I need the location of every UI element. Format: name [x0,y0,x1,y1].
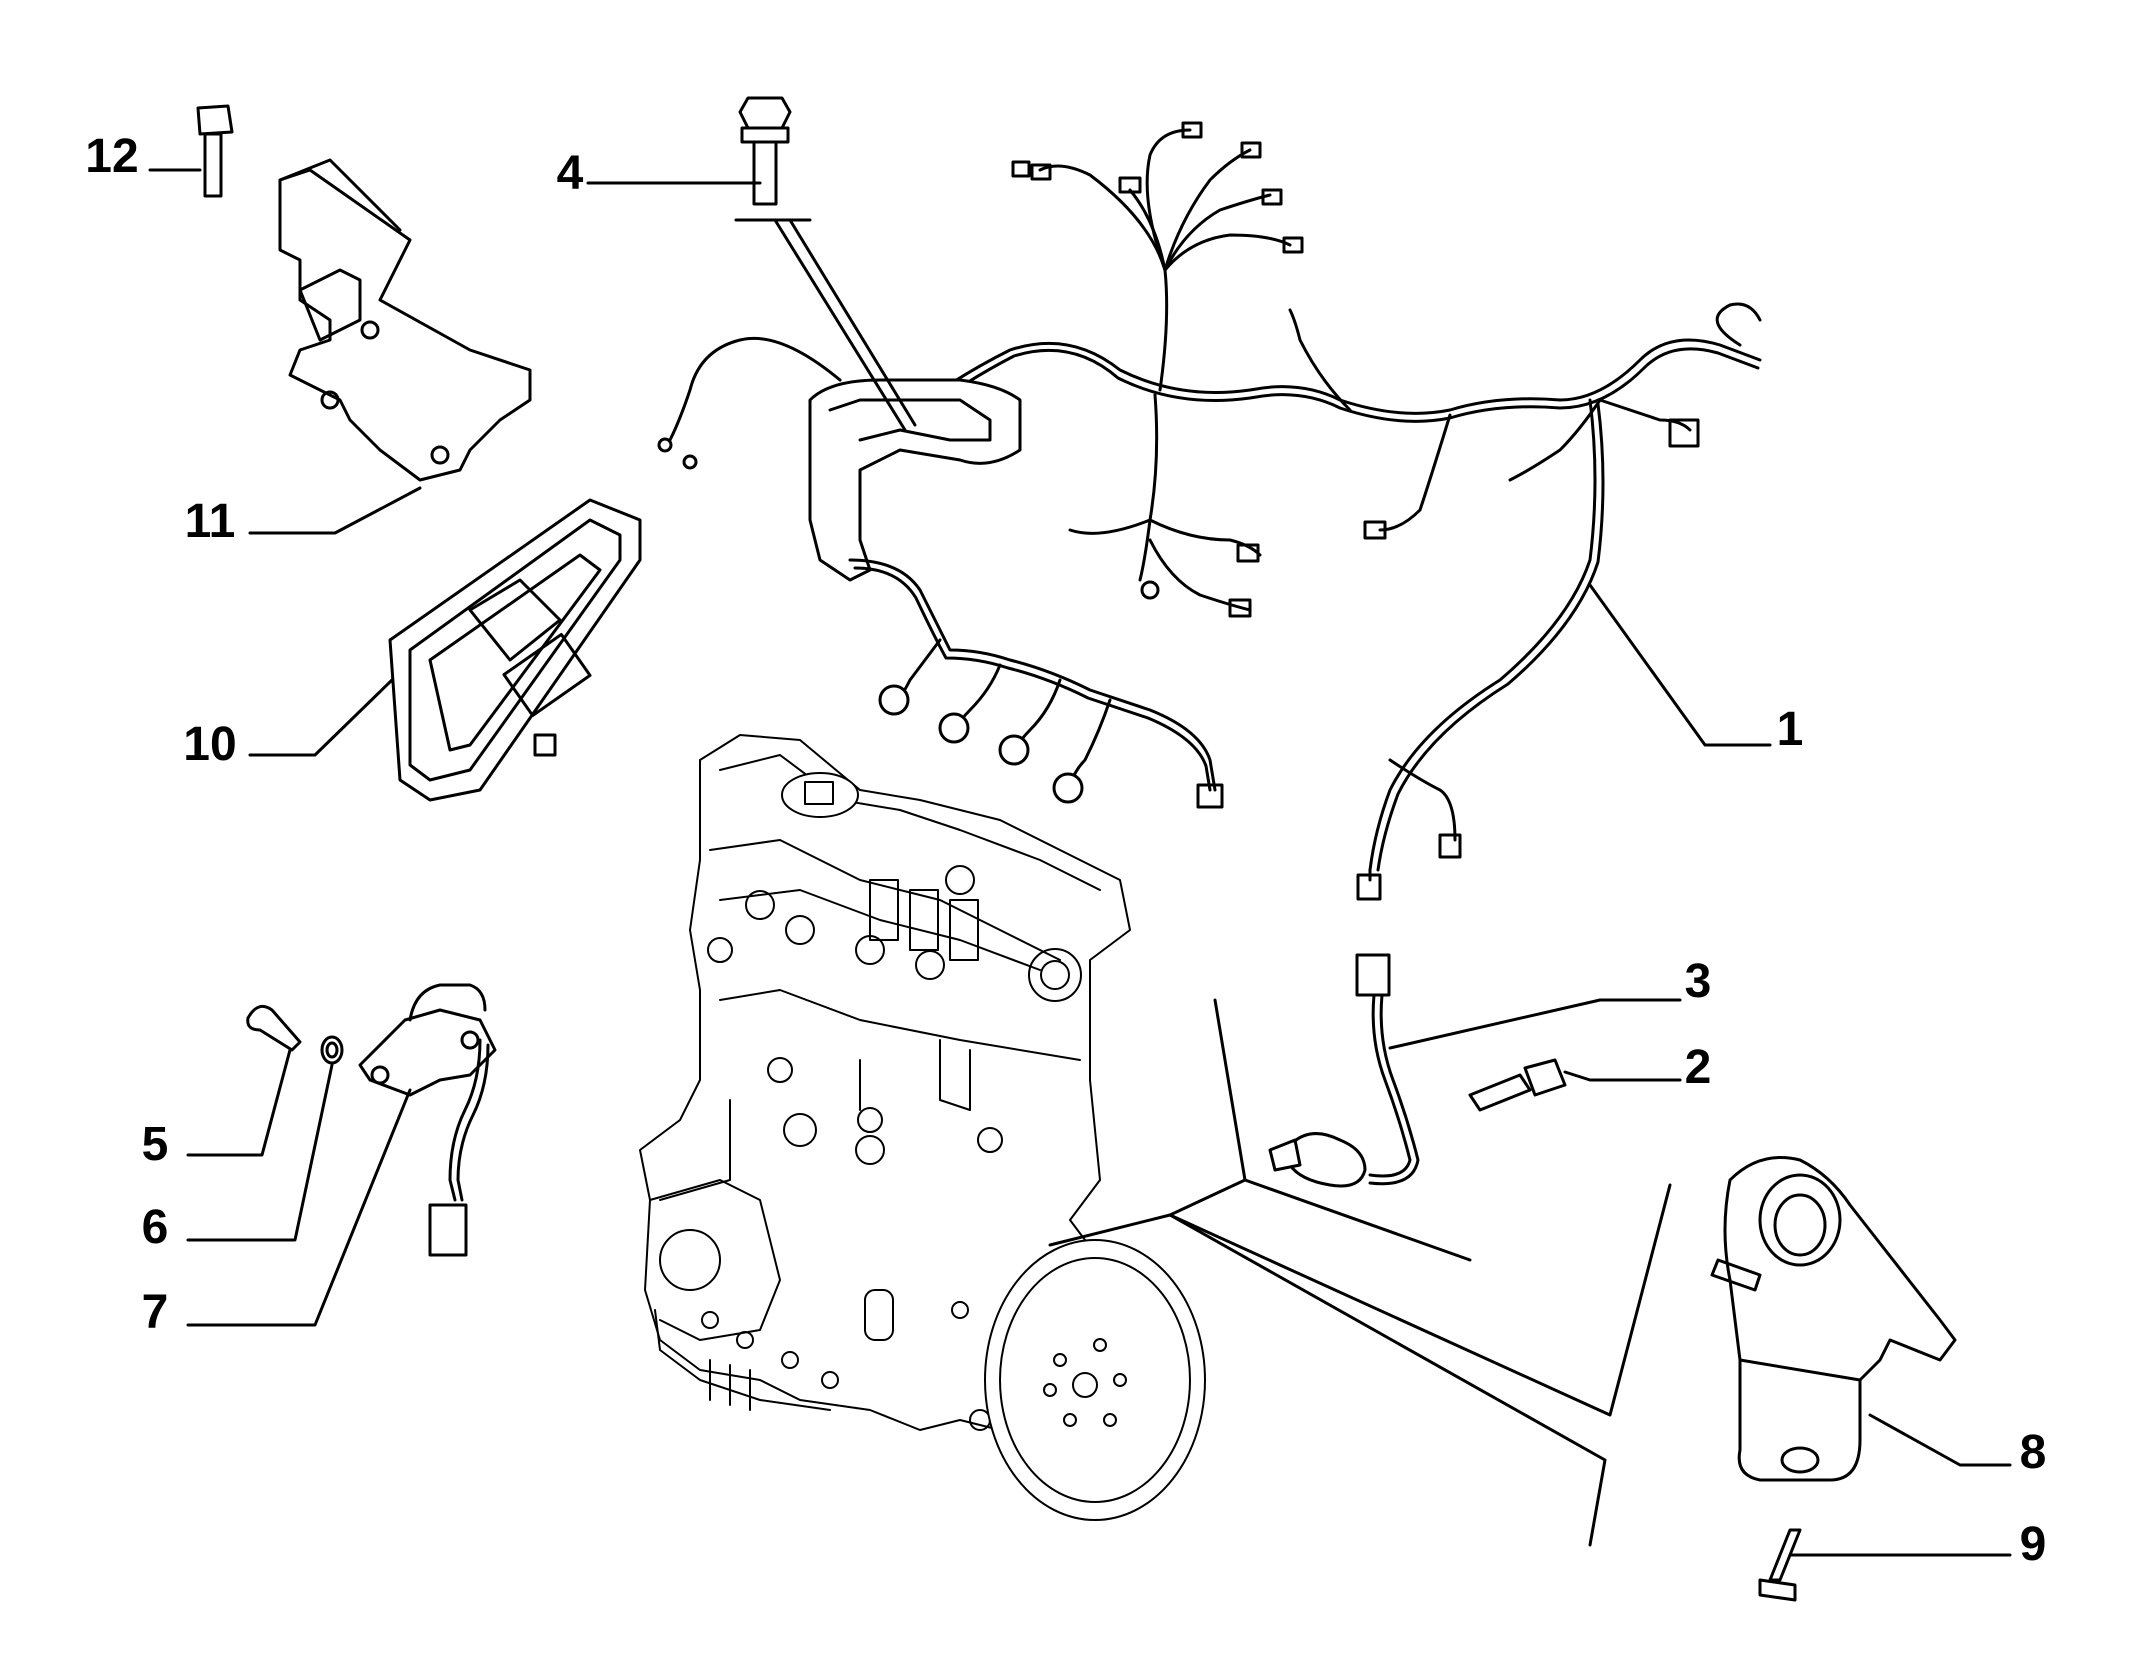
knock-sensor-3 [1268,953,1420,1188]
callout-7: 7 [141,1286,169,1339]
leader-lines [148,168,2012,1557]
callout-11: 11 [184,495,236,548]
callout-1: 1 [1776,703,1804,756]
callout-2: 2 [1684,1041,1712,1094]
bolt-12 [196,104,234,198]
washer-6 [320,1035,344,1065]
callout-5: 5 [141,1118,169,1171]
wiring-harness [657,121,1762,901]
callout-3: 3 [1684,955,1712,1008]
ecu-10 [388,498,642,802]
sensor-bracket-7 [358,983,497,1257]
callout-8: 8 [2019,1426,2047,1479]
bolt-9 [1758,1528,1802,1602]
callout-4: 4 [556,147,584,200]
callout-12: 12 [85,130,139,183]
callout-9: 9 [2019,1518,2047,1571]
bracket-8 [1710,1156,1957,1482]
callout-6: 6 [141,1201,169,1254]
bolt-5 [246,1004,302,1052]
bolt-4 [734,96,917,432]
callout-10: 10 [183,718,237,771]
engine-block [639,734,1206,1521]
bolt-2 [1468,1058,1567,1112]
ecu-bracket-11 [278,158,532,482]
